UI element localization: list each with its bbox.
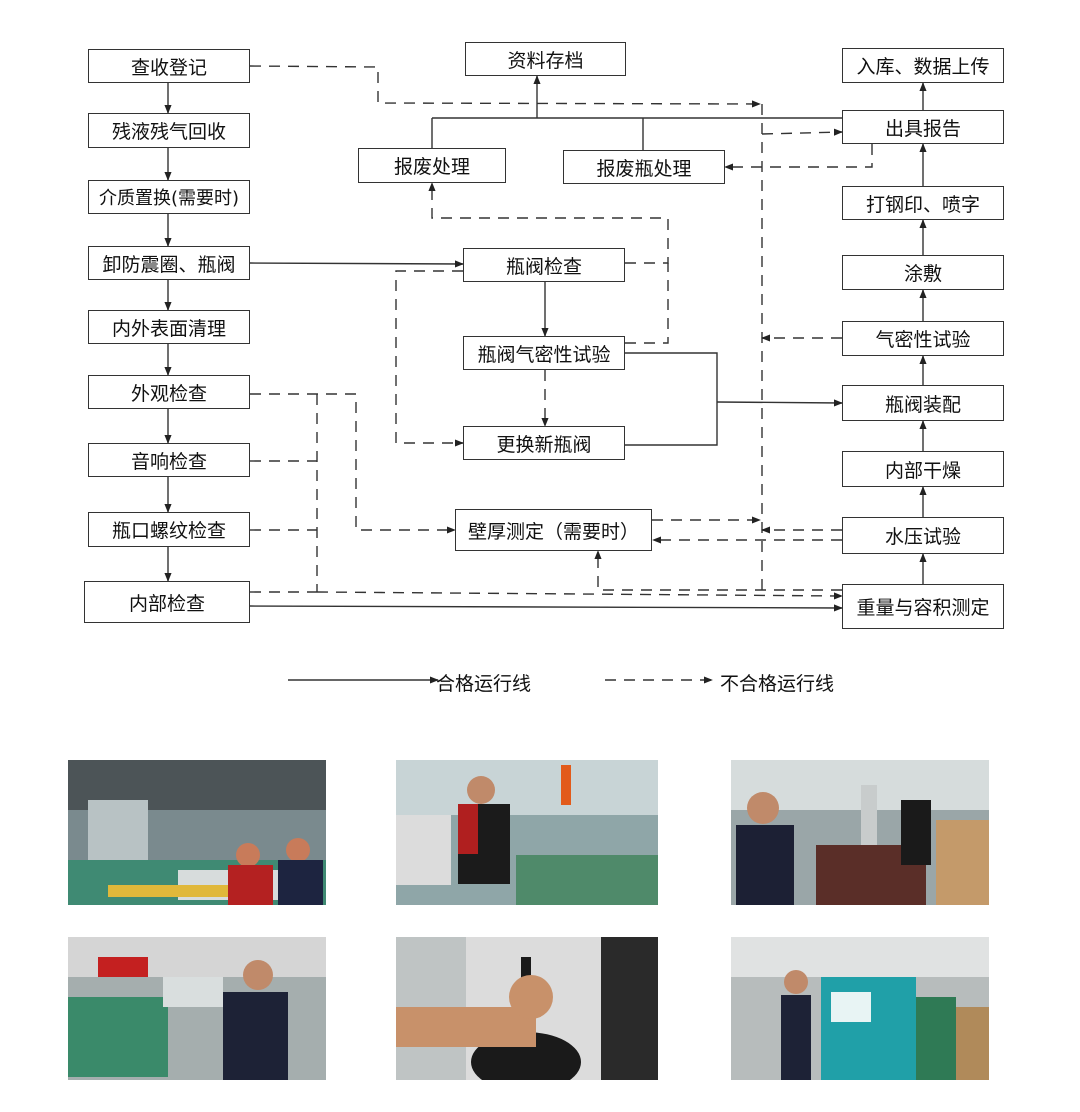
step-internal-check: 内部检查 [84, 581, 250, 623]
step-visual-check: 外观检查 [88, 375, 250, 409]
photo-valve-bench [68, 937, 326, 1080]
step-issue-report: 出具报告 [842, 110, 1004, 144]
step-residue-recovery: 残液残气回收 [88, 113, 250, 148]
step-remove-valve: 卸防震圈、瓶阀 [88, 246, 250, 280]
step-coating: 涂敷 [842, 255, 1004, 290]
step-scrap-cylinder: 报废瓶处理 [563, 150, 725, 184]
step-valve-check: 瓶阀检查 [463, 248, 625, 282]
photo-workbench [68, 760, 326, 905]
step-valve-leak-test: 瓶阀气密性试验 [463, 336, 625, 370]
step-valve-assembly: 瓶阀装配 [842, 385, 1004, 421]
step-replace-valve: 更换新瓶阀 [463, 426, 625, 460]
photo-water-tank [396, 760, 658, 905]
step-leak-test: 气密性试验 [842, 321, 1004, 356]
step-storage-upload: 入库、数据上传 [842, 48, 1004, 83]
step-sound-check: 音响检查 [88, 443, 250, 477]
step-hydro-test: 水压试验 [842, 517, 1004, 554]
step-stamp-spray: 打钢印、喷字 [842, 186, 1004, 220]
photo-valve-closeup [396, 937, 658, 1080]
step-archive: 资料存档 [465, 42, 626, 76]
legend-fail-label: 不合格运行线 [720, 673, 835, 695]
step-surface-clean: 内外表面清理 [88, 310, 250, 344]
photo-hoist [731, 760, 989, 905]
step-weight-volume: 重量与容积测定 [842, 584, 1004, 629]
step-medium-replacement: 介质置换(需要时) [88, 180, 250, 214]
step-scrap-handling: 报废处理 [358, 148, 506, 183]
step-wall-thickness: 壁厚测定（需要时） [455, 509, 652, 551]
photo-control-console [731, 937, 989, 1080]
step-internal-dry: 内部干燥 [842, 451, 1004, 487]
step-check-in: 查收登记 [88, 49, 250, 83]
step-thread-check: 瓶口螺纹检查 [88, 512, 250, 547]
legend-pass-label: 合格运行线 [436, 673, 532, 695]
